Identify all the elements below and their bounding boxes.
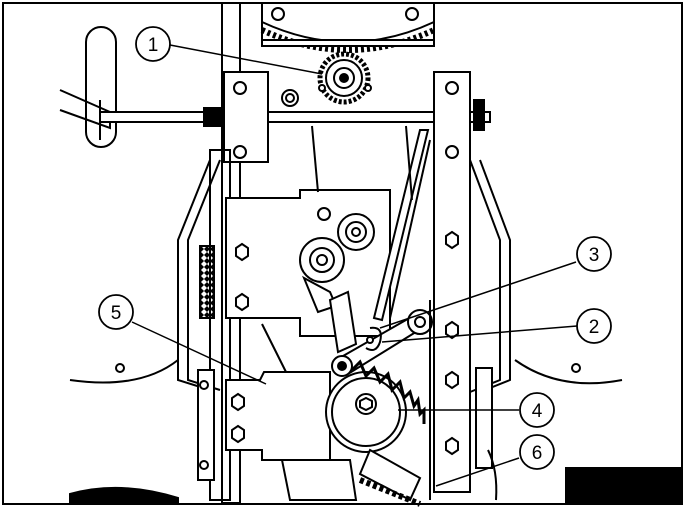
leader-lines bbox=[131, 44, 578, 487]
bottom-assembly bbox=[69, 448, 683, 507]
right-side-plate bbox=[514, 359, 623, 385]
right-frame bbox=[433, 71, 511, 493]
lower-body bbox=[225, 371, 331, 461]
callout-1-label: 1 bbox=[148, 35, 159, 56]
callout-3-label: 3 bbox=[589, 245, 600, 266]
callout-5-label: 5 bbox=[111, 303, 122, 324]
callout-4: 4 bbox=[519, 392, 555, 428]
callout-6: 6 bbox=[519, 434, 555, 470]
leader-line-1 bbox=[169, 44, 323, 75]
leader-line-5 bbox=[131, 321, 267, 385]
leader-line-2 bbox=[381, 325, 578, 343]
callout-1: 1 bbox=[135, 26, 171, 62]
central-mount-plate bbox=[225, 189, 391, 337]
callout-2: 2 bbox=[576, 308, 612, 344]
small-gear bbox=[281, 51, 372, 107]
callout-3: 3 bbox=[576, 236, 612, 272]
leader-line-6 bbox=[435, 457, 520, 487]
pulley-wheel bbox=[325, 371, 407, 453]
center-rods bbox=[261, 125, 431, 500]
left-side-plate bbox=[69, 359, 215, 481]
linkage-rods bbox=[328, 129, 434, 377]
callout-2-label: 2 bbox=[589, 317, 600, 338]
leader-line-3 bbox=[379, 261, 577, 329]
top-gear-housing bbox=[260, 2, 436, 53]
callout-5: 5 bbox=[98, 294, 134, 330]
left-handle bbox=[59, 26, 117, 148]
callout-4-label: 4 bbox=[532, 401, 543, 422]
callout-6-label: 6 bbox=[532, 443, 543, 464]
